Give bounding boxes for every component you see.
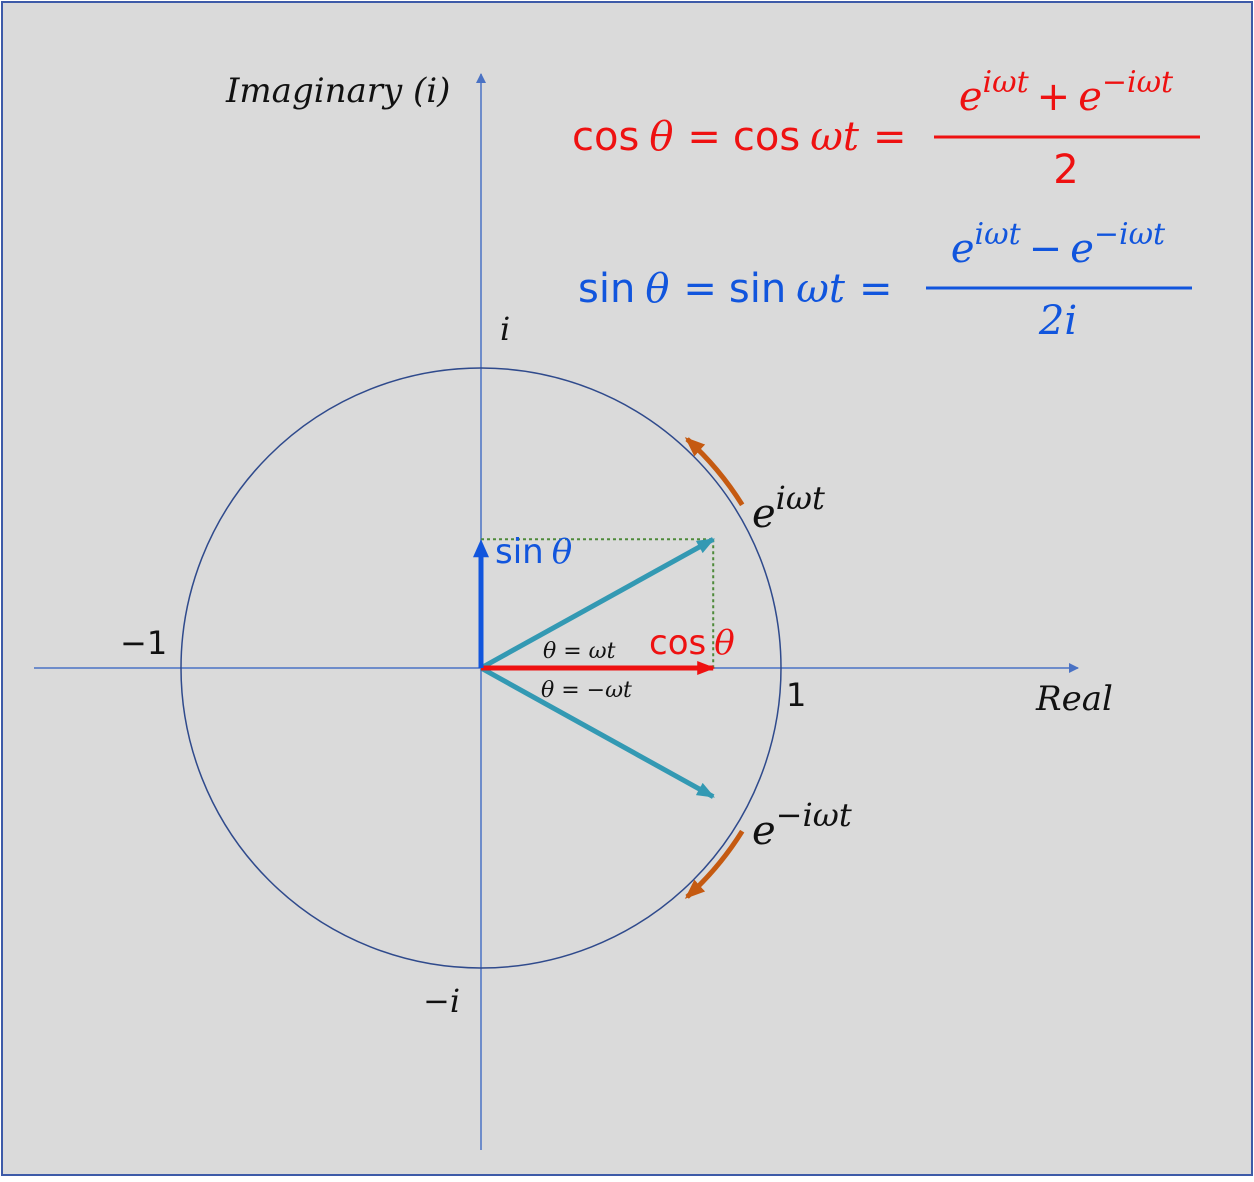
sin-eq-mid-var: ωt [796, 266, 846, 312]
sin-denominator: 2i [1038, 298, 1077, 344]
angle-label-negative: θ = −ωt [541, 678, 632, 703]
sin-num-e2: e [1070, 226, 1094, 272]
tick-label-i: i [500, 310, 510, 348]
unit-circle [180, 367, 782, 969]
cos-component-theta: θ [714, 623, 734, 663]
sin-eq-equals-2: = [859, 266, 893, 312]
cos-eq-mid-var: ωt [810, 114, 860, 160]
phasor-positive-exponent: iωt [776, 479, 825, 517]
cos-num-e2: e [1078, 74, 1102, 120]
rotation-arrow-counterclockwise [684, 437, 745, 507]
tick-label-one: 1 [786, 676, 806, 714]
imaginary-axis-label-close: ) [436, 71, 450, 111]
tick-label-minus-one: −1 [120, 624, 167, 662]
rotation-arrow-clockwise [684, 829, 745, 899]
imaginary-axis-label: Imaginary (i) [225, 71, 450, 111]
sin-arrow-head [473, 539, 489, 558]
cos-eq-equals-2: = [873, 114, 907, 160]
cos-eq-lhs-var: θ [649, 114, 673, 160]
cos-equation-numerator: eiωt+e−iωt [959, 65, 1174, 120]
imaginary-axis-label-text: Imaginary ( [225, 71, 427, 111]
sin-eq-mid-fn: sin [729, 266, 786, 312]
sin-num-e1: e [951, 226, 975, 272]
cos-eq-equals-1: = [687, 114, 721, 160]
sin-component-fn: sin [495, 532, 544, 572]
cos-denominator: 2 [1053, 147, 1078, 193]
cos-num-e1: e [959, 74, 983, 120]
sin-num-exp2: −iωt [1094, 217, 1166, 252]
phasor-negative-base: e [752, 808, 776, 854]
cos-eq-lhs-fn: cos [572, 114, 639, 160]
tick-label-minus-i: −i [423, 982, 460, 1020]
sin-equation-numerator: eiωt−e−iωt [951, 217, 1166, 272]
phasor-negative-exponent: −iωt [776, 796, 852, 834]
imaginary-axis-label-i: i [426, 71, 437, 111]
phasor-negative-arrow [479, 665, 715, 799]
phasor-positive-arrow [479, 537, 715, 671]
phasor-negative-label: e−iωt [752, 796, 852, 854]
cos-component-fn: cos [649, 623, 706, 663]
cos-num-op: + [1037, 74, 1071, 120]
real-axis-label: Real [1035, 679, 1113, 719]
cos-num-exp2: −iωt [1102, 65, 1174, 100]
cos-num-exp1: iωt [983, 65, 1030, 100]
sin-eq-lhs-fn: sin [578, 266, 635, 312]
sin-num-exp1: iωt [975, 217, 1022, 252]
sin-eq-lhs-var: θ [645, 266, 669, 312]
sin-eq-equals-1: = [683, 266, 717, 312]
phasor-positive-label: eiωt [752, 479, 825, 537]
angle-label-positive: θ = ωt [543, 639, 616, 664]
cos-eq-mid-fn: cos [733, 114, 800, 160]
sin-num-op: − [1029, 226, 1063, 272]
phasor-positive-base: e [752, 491, 776, 537]
sin-component-theta: θ [552, 532, 572, 572]
